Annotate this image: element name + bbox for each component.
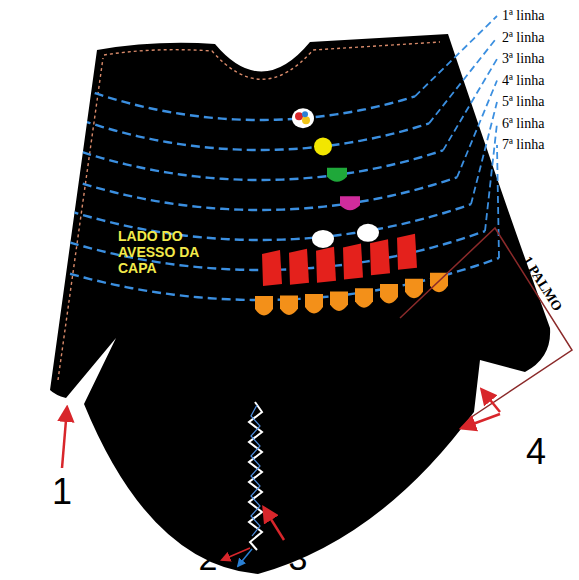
callout-number: 2 [199, 539, 218, 578]
applique [312, 230, 334, 248]
applique [292, 108, 314, 128]
applique [302, 111, 308, 117]
leader-lines [415, 16, 499, 258]
applique [314, 137, 332, 155]
row-label: 6ª linha [502, 116, 544, 132]
callout-number: 4 [526, 431, 546, 473]
applique [357, 224, 379, 242]
lacing [251, 405, 260, 536]
pointer-arrow [462, 414, 500, 428]
applique [343, 244, 363, 280]
appliques [255, 108, 448, 315]
leader-line [415, 16, 497, 96]
pointer-arrow [222, 548, 250, 560]
guide-arc [30, 197, 471, 240]
leader-line [429, 38, 497, 124]
guide-arc [30, 132, 443, 180]
pointer-arrow [238, 549, 252, 566]
applique [302, 116, 310, 124]
pointer-arrow [62, 408, 67, 468]
applique [340, 196, 360, 210]
applique [295, 112, 303, 120]
applique [330, 292, 348, 312]
row-label: 5ª linha [502, 94, 544, 110]
applique [397, 234, 417, 270]
applique [370, 239, 390, 275]
leader-line [485, 124, 497, 232]
row-label: 1ª linha [502, 8, 544, 24]
applique [380, 284, 398, 304]
applique [305, 294, 323, 314]
applique [280, 295, 298, 315]
row-label: 7ª linha [502, 137, 544, 153]
side-label: LADO DO AVESSO DA CAPA [118, 228, 238, 276]
applique [405, 279, 423, 299]
guide-arc [30, 165, 457, 210]
applique [316, 247, 336, 283]
row-label: 3ª linha [502, 51, 544, 67]
stitch-line [58, 58, 103, 380]
row-label: 4ª linha [502, 73, 544, 89]
callout-number: 3 [289, 539, 308, 578]
applique [355, 288, 373, 308]
guide-arc [30, 229, 485, 270]
applique [327, 168, 347, 182]
pointer-arrow [482, 390, 500, 412]
leader-line [497, 145, 499, 258]
lacing [249, 402, 262, 550]
dimension-line [400, 228, 572, 418]
applique [255, 296, 273, 316]
stitch-line [104, 42, 440, 79]
applique [262, 250, 282, 286]
callout-number: 1 [52, 471, 72, 513]
guide-arc [30, 100, 429, 150]
pointer-arrow [264, 508, 284, 540]
applique [289, 249, 309, 285]
row-label: 2ª linha [502, 30, 544, 46]
guide-arc [30, 66, 415, 120]
cape-shape [50, 34, 550, 574]
guide-lines [30, 66, 499, 300]
